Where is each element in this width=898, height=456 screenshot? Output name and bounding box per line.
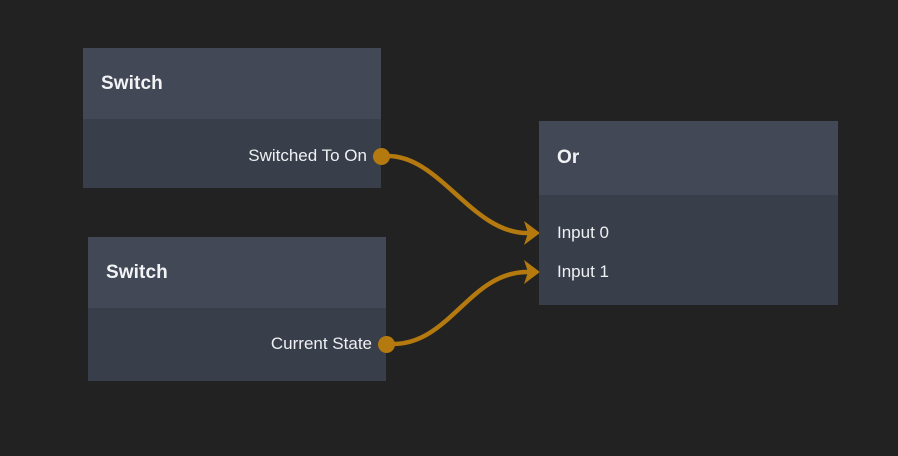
wire-path	[390, 269, 530, 347]
pin-label: Switched To On	[248, 146, 367, 165]
output-pin-dot-switched-to-on[interactable]	[373, 148, 390, 165]
node-header[interactable]: Switch	[88, 237, 386, 308]
output-pin-current-state[interactable]: Current State	[88, 333, 386, 355]
node-switch-1[interactable]: Switch Switched To On	[83, 48, 381, 188]
wire-arrowhead-icon	[524, 221, 540, 245]
node-header[interactable]: Or	[539, 121, 838, 195]
node-switch-2[interactable]: Switch Current State	[88, 237, 386, 381]
node-header[interactable]: Switch	[83, 48, 381, 119]
node-or-1[interactable]: Or Input 0 Input 1	[539, 121, 838, 305]
node-title: Or	[557, 147, 580, 168]
output-pin-dot-current-state[interactable]	[378, 336, 395, 353]
node-body: Input 0 Input 1	[539, 195, 838, 305]
node-title: Switch	[101, 72, 163, 94]
input-pin-input-1[interactable]: Input 1	[539, 261, 838, 283]
input-pin-input-0[interactable]: Input 0	[539, 222, 838, 244]
connection-wire-switched-to-on-input-0[interactable]	[385, 153, 540, 245]
wire-path	[385, 153, 530, 236]
node-body: Switched To On	[83, 119, 381, 188]
node-title: Switch	[106, 261, 168, 283]
output-pin-switched-to-on[interactable]: Switched To On	[83, 145, 381, 167]
connection-wire-current-state-input-1[interactable]	[390, 260, 540, 347]
wire-arrowhead-icon	[524, 260, 540, 284]
pin-label: Input 1	[557, 262, 609, 281]
node-body: Current State	[88, 308, 386, 381]
pin-label: Current State	[270, 334, 372, 353]
pin-label: Input 0	[557, 223, 609, 242]
